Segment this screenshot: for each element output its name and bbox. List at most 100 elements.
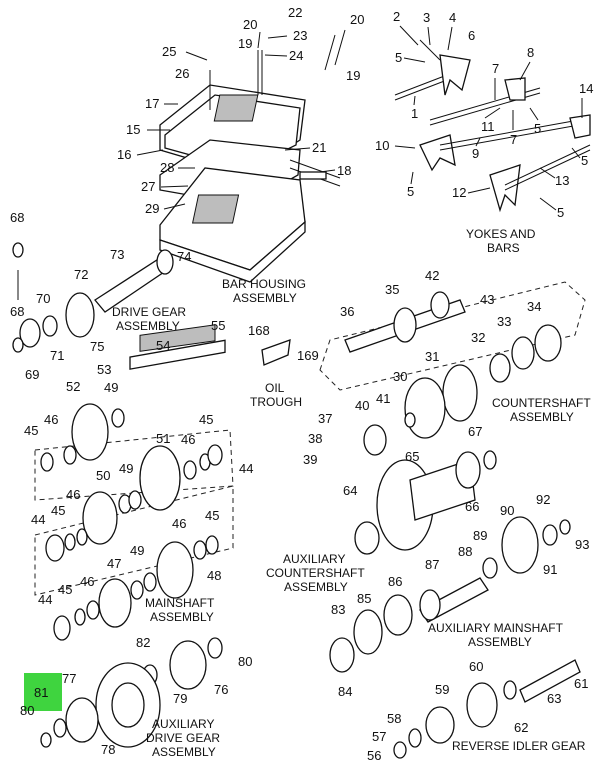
callout: 37 [318, 411, 332, 426]
callout: 64 [343, 483, 357, 498]
callout: 27 [141, 179, 155, 194]
callout: 59 [435, 682, 449, 697]
callout: 5 [534, 121, 541, 136]
callout: 67 [468, 424, 482, 439]
caption-yokes-bars-1: YOKES AND [466, 227, 536, 241]
callout: 28 [160, 160, 174, 175]
callout: 70 [36, 291, 50, 306]
caption-aux-countershaft-3: ASSEMBLY [284, 580, 348, 594]
callout: 85 [357, 591, 371, 606]
bar-housing-assembly [159, 29, 346, 283]
caption-mainshaft-2: ASSEMBLY [150, 610, 214, 624]
callout: 46 [172, 516, 186, 531]
callout: 78 [101, 742, 115, 757]
callout: 79 [173, 691, 187, 706]
callout: 168 [248, 323, 270, 338]
callout: 46 [80, 574, 94, 589]
callout: 87 [425, 557, 439, 572]
captions: YOKES AND BARS BAR HOUSING ASSEMBLY DRIV… [112, 227, 591, 759]
callout: 43 [480, 292, 494, 307]
callout: 18 [337, 163, 351, 178]
caption-aux-mainshaft-1: AUXILIARY MAINSHAFT [428, 621, 564, 635]
caption-bar-housing-2: ASSEMBLY [233, 291, 297, 305]
callout: 66 [465, 499, 479, 514]
caption-drive-gear-2: ASSEMBLY [116, 319, 180, 333]
auxiliary-assemblies [329, 450, 571, 673]
callout: 58 [387, 711, 401, 726]
callout: 19 [238, 36, 252, 51]
callout: 41 [376, 391, 390, 406]
callout: 29 [145, 201, 159, 216]
caption-aux-mainshaft-2: ASSEMBLY [468, 635, 532, 649]
caption-oil-trough-1: OIL [265, 381, 285, 395]
mainshaft-gears [40, 403, 223, 641]
caption-yokes-bars-2: BARS [487, 241, 520, 255]
callout: 45 [51, 503, 65, 518]
callout: 54 [156, 338, 170, 353]
callout: 169 [297, 348, 319, 363]
callout: 2 [393, 9, 400, 24]
callout: 90 [500, 503, 514, 518]
callout: 50 [96, 468, 110, 483]
highlight-callout: 81 [24, 673, 62, 711]
callout: 3 [423, 10, 430, 25]
callout: 31 [425, 349, 439, 364]
callout: 44 [31, 512, 45, 527]
callout: 45 [205, 508, 219, 523]
callout: 32 [471, 330, 485, 345]
callout: 12 [452, 185, 466, 200]
callout: 93 [575, 537, 589, 552]
callout: 19 [346, 68, 360, 83]
callout: 49 [104, 380, 118, 395]
callout: 46 [44, 412, 58, 427]
callout: 57 [372, 729, 386, 744]
callout: 89 [473, 528, 487, 543]
callout: 17 [145, 96, 159, 111]
callout: 80 [238, 654, 252, 669]
callout: 36 [340, 304, 354, 319]
callout: 80 [20, 703, 34, 718]
callout: 33 [497, 314, 511, 329]
callout: 49 [130, 543, 144, 558]
callout: 30 [393, 369, 407, 384]
callout: 7 [510, 132, 517, 147]
callout: 52 [66, 379, 80, 394]
callout: 10 [375, 138, 389, 153]
callout: 44 [38, 592, 52, 607]
callout: 75 [90, 339, 104, 354]
callout: 82 [136, 635, 150, 650]
callout: 86 [388, 574, 402, 589]
caption-countershaft-1: COUNTERSHAFT [492, 396, 591, 410]
callout: 9 [472, 146, 479, 161]
callout: 20 [243, 17, 257, 32]
callout: 68 [10, 304, 24, 319]
callout: 40 [355, 398, 369, 413]
callout: 5 [557, 205, 564, 220]
callout: 25 [162, 44, 176, 59]
countershaft-shaft [129, 291, 562, 456]
callout: 60 [469, 659, 483, 674]
callout: 69 [25, 367, 39, 382]
highlight-box [24, 673, 62, 711]
callout: 77 [62, 671, 76, 686]
callout: 61 [574, 676, 588, 691]
callout: 55 [211, 318, 225, 333]
callout: 15 [126, 122, 140, 137]
callout: 49 [119, 461, 133, 476]
callout: 5 [407, 184, 414, 199]
caption-drive-gear-1: DRIVE GEAR [112, 305, 186, 319]
callout: 14 [579, 81, 593, 96]
callout: 46 [66, 487, 80, 502]
callout: 20 [350, 12, 364, 27]
callout: 16 [117, 147, 131, 162]
callout: 34 [527, 299, 541, 314]
callout: 65 [405, 449, 419, 464]
caption-aux-countershaft-1: AUXILIARY [283, 552, 345, 566]
callout: 73 [110, 247, 124, 262]
caption-aux-drive-gear-2: DRIVE GEAR [146, 731, 220, 745]
callout: 76 [214, 682, 228, 697]
caption-aux-drive-gear-3: ASSEMBLY [152, 745, 216, 759]
callout: 91 [543, 562, 557, 577]
